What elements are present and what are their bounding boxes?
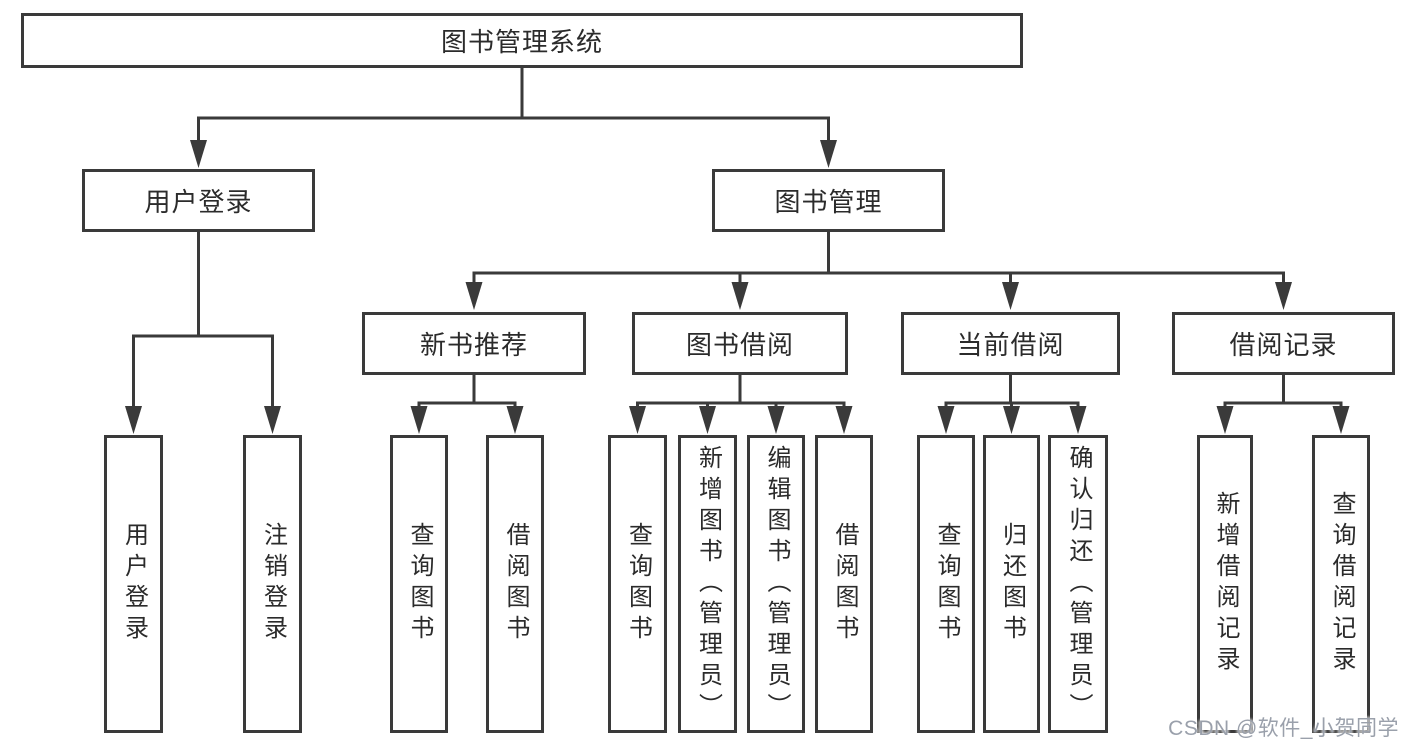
leaf-query-books: 查询图书	[608, 435, 667, 733]
leaf-borrow-books: 借阅图书	[486, 435, 544, 733]
node-label: 图书管理系统	[440, 27, 603, 57]
node-label: 注销登录	[259, 522, 287, 646]
node-label: 当前借阅	[956, 330, 1065, 360]
leaf-query-borrow-record: 查询借阅记录	[1312, 435, 1370, 733]
node-label: 用户登录	[144, 187, 253, 217]
node-book-borrowing: 图书借阅	[632, 312, 848, 375]
edges-new-book-children	[410, 373, 524, 434]
leaf-confirm-return-admin: 确认归还（管理员）	[1048, 435, 1108, 733]
edges-user-login-children	[125, 230, 281, 434]
node-label: 用户登录	[120, 522, 148, 646]
node-label: 图书管理	[774, 187, 883, 217]
node-label: 查询图书	[624, 522, 652, 646]
node-label: 新增图书（管理员）	[694, 444, 722, 724]
leaf-user-login: 用户登录	[104, 435, 163, 733]
node-label: 确认归还（管理员）	[1065, 444, 1092, 724]
edges-book-borrow-children	[629, 373, 853, 434]
node-label: 借阅记录	[1229, 330, 1338, 360]
node-label: 新书推荐	[419, 330, 528, 360]
node-label: 编辑图书（管理员）	[763, 444, 790, 724]
edges-book-mgmt-children	[465, 230, 1292, 310]
node-label: 查询图书	[406, 522, 433, 646]
leaf-query-books: 查询图书	[390, 435, 448, 733]
leaf-borrow-books: 借阅图书	[815, 435, 873, 733]
node-borrowing-records: 借阅记录	[1172, 312, 1395, 375]
leaf-query-books: 查询图书	[917, 435, 975, 733]
node-label: 借阅图书	[831, 522, 858, 646]
node-label: 归还图书	[998, 522, 1026, 646]
node-label: 图书借阅	[685, 330, 794, 360]
node-library-management-system: 图书管理系统	[21, 13, 1023, 68]
node-label: 查询借阅记录	[1328, 491, 1355, 677]
leaf-add-books-admin: 新增图书（管理员）	[678, 435, 737, 733]
node-label: 借阅图书	[502, 522, 529, 646]
leaf-return-books: 归还图书	[983, 435, 1040, 733]
edges-borrow-records-children	[1216, 373, 1350, 434]
edges-root-to-level2	[190, 66, 837, 168]
edges-current-borrow-children	[937, 373, 1087, 434]
node-new-book-recommendation: 新书推荐	[362, 312, 586, 375]
leaf-add-borrow-record: 新增借阅记录	[1197, 435, 1253, 733]
node-book-management: 图书管理	[712, 169, 945, 232]
node-current-borrowing: 当前借阅	[901, 312, 1120, 375]
leaf-logout: 注销登录	[243, 435, 302, 733]
node-label: 查询图书	[933, 522, 960, 646]
node-user-login: 用户登录	[82, 169, 315, 232]
node-label: 新增借阅记录	[1212, 491, 1239, 677]
leaf-edit-books-admin: 编辑图书（管理员）	[747, 435, 805, 733]
csdn-watermark: CSDN @软件_小贺同学	[1168, 717, 1399, 740]
